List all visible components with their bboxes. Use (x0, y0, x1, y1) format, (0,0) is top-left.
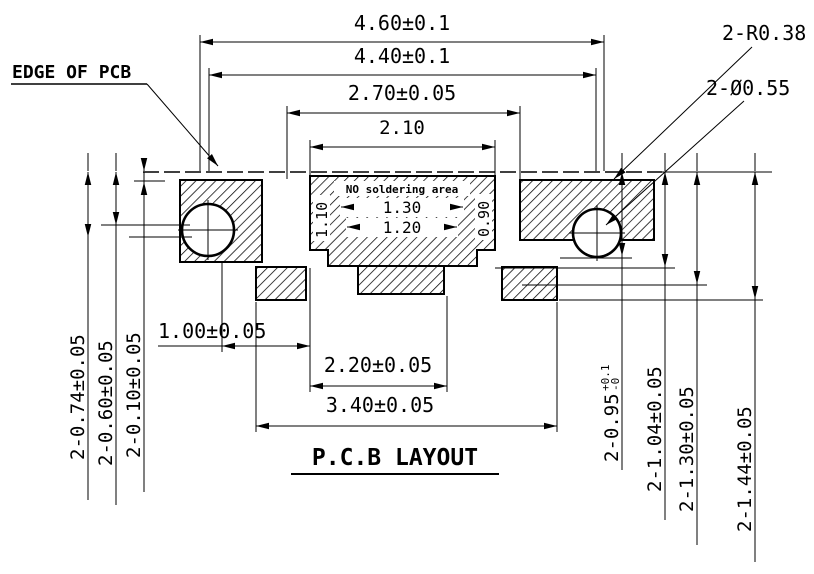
center-pad (357, 265, 445, 295)
dim-knockout (340, 198, 464, 217)
overall-width-dim: 4.60±0.1 (354, 11, 450, 35)
left-depth-3-dim: 2-0.10±0.05 (123, 332, 145, 458)
leader-line (146, 83, 219, 167)
title-block: P.C.B LAYOUT (291, 445, 499, 475)
left-depth-2-dim: 2-0.60±0.05 (95, 340, 117, 466)
right-depth-1-tol-plus: +0.1 (599, 365, 612, 392)
inner-left-height-dim: 1.10 (313, 202, 331, 238)
edge-of-pcb-label: EDGE OF PCB (12, 62, 131, 83)
bottom-dimensions: 1.00±0.05 2.20±0.05 3.40±0.05 (158, 263, 558, 432)
bottom-span-1-dim: 2.20±0.05 (324, 353, 432, 377)
callouts: 2-R0.38 2-Ø0.55 EDGE OF PCB (11, 21, 806, 226)
right-depth-1-tol-minus: -0 (609, 378, 622, 391)
left-bottom-pad (255, 266, 307, 301)
right-dimensions: 2-0.95 +0.1 -0 2-1.04±0.05 2-1.30±0.05 2… (495, 153, 763, 562)
inner-dimensions: NO soldering area 1.30 1.20 1.10 0.90 (313, 181, 493, 241)
pad-span-width-dim: 2.70±0.05 (348, 81, 456, 105)
no-soldering-label: NO soldering area (346, 183, 459, 196)
leader-line (605, 100, 745, 226)
no-solder-width-dim: 2.10 (379, 117, 425, 139)
leader-line (613, 46, 753, 180)
inner-top-width-dim: 1.30 (383, 198, 422, 217)
page-title: P.C.B LAYOUT (312, 445, 478, 471)
hole-diameter-label: 2-Ø0.55 (706, 76, 790, 100)
dim-knockout (346, 218, 458, 237)
dim-knockout (313, 195, 330, 241)
dim-knockout (475, 194, 492, 240)
left-depth-1-dim: 2-0.74±0.05 (67, 334, 89, 460)
top-dimensions: 4.60±0.1 4.40±0.1 2.70±0.05 2.10 (199, 11, 605, 179)
right-depth-4-dim: 2-1.44±0.05 (734, 406, 756, 532)
right-depth-2-dim: 2-1.04±0.05 (644, 366, 666, 492)
left-dimensions: 2-0.74±0.05 2-0.60±0.05 2-0.10±0.05 (67, 153, 192, 505)
inner-width-dim: 4.40±0.1 (354, 44, 450, 68)
inner-right-height-dim: 0.90 (475, 201, 493, 237)
note-knockout (334, 181, 470, 196)
right-depth-1-dim: 2-0.95 (601, 393, 623, 462)
bottom-span-2-dim: 3.40±0.05 (326, 393, 434, 417)
corner-radius-label: 2-R0.38 (722, 21, 806, 45)
right-depth-3-dim: 2-1.30±0.05 (676, 386, 698, 512)
pad-offset-dim: 1.00±0.05 (158, 319, 266, 343)
inner-bottom-width-dim: 1.20 (383, 218, 422, 237)
right-bottom-pad (501, 266, 558, 301)
